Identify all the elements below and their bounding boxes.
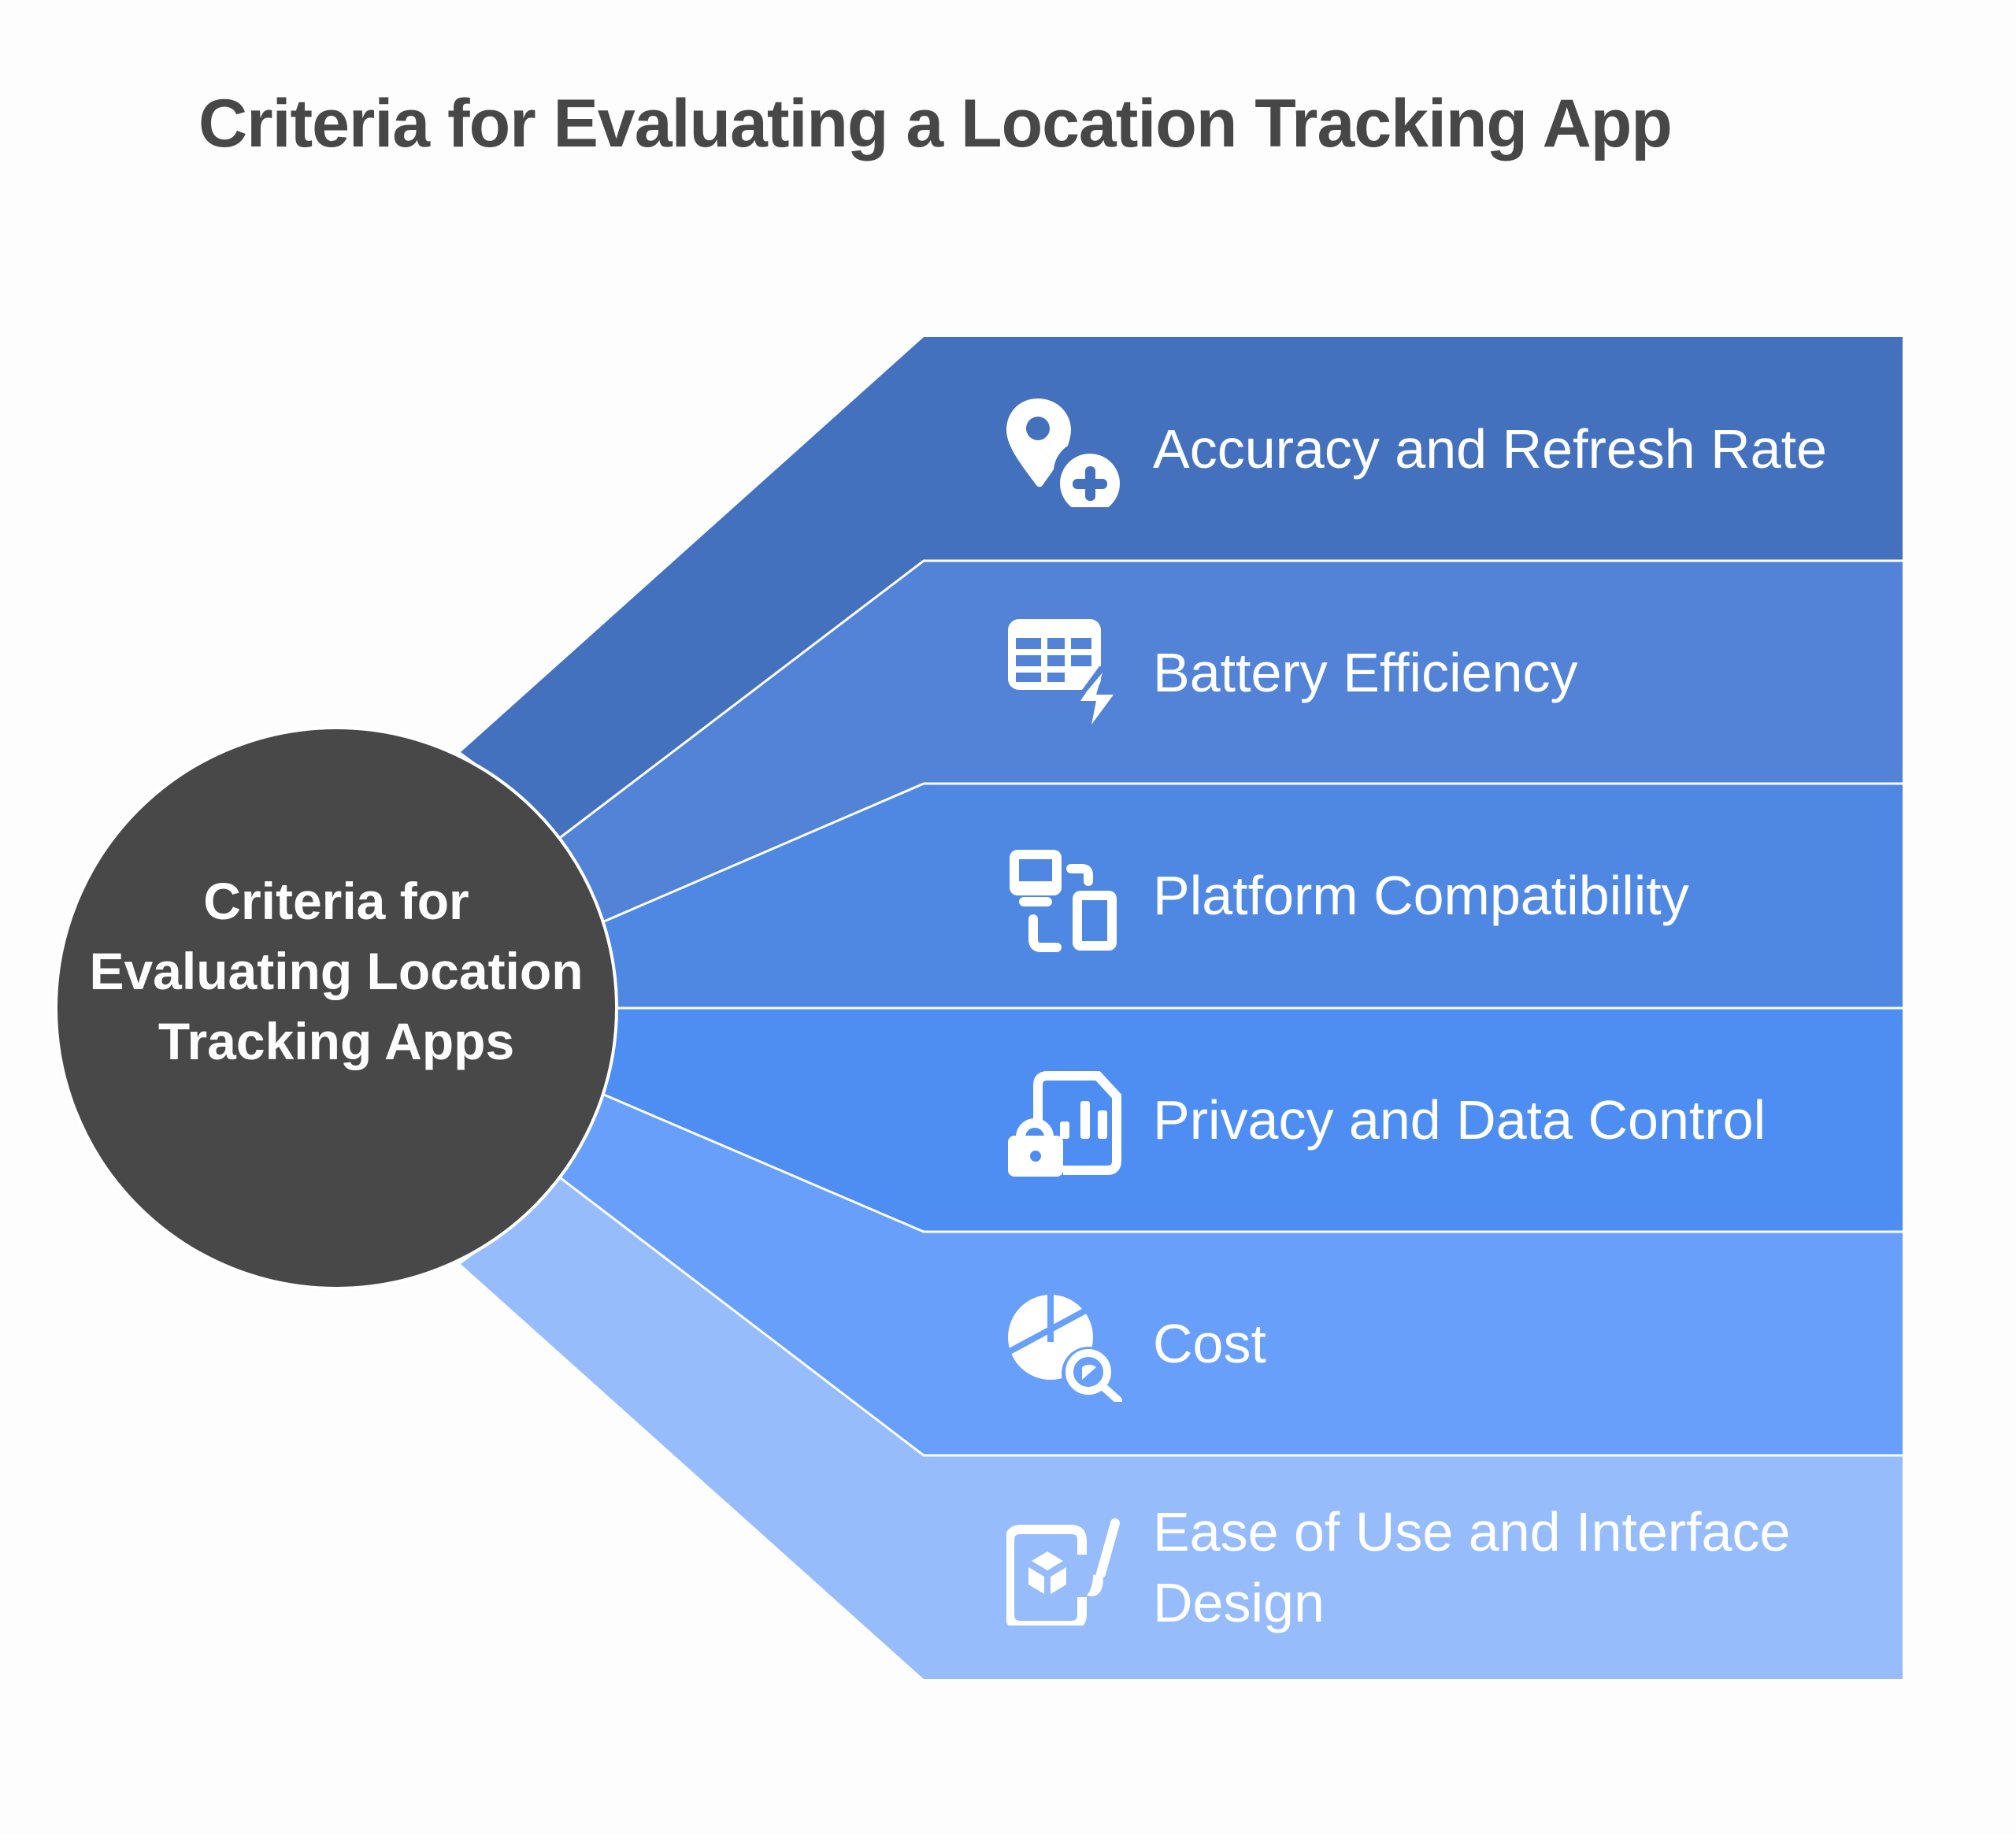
band-accuracy [461,337,1903,837]
document-chart-lock-icon [1008,1071,1121,1177]
map-pin-plus-icon [1006,399,1120,507]
criterion-label: Accuracy and Refresh Rate [1153,418,1827,480]
center-circle [54,726,618,1290]
tablet-cube-brush-icon [1006,1518,1120,1626]
criterion-platform: Platform Compatibility [1006,784,1846,1007]
criterion-label: Privacy and Data Control [1153,1089,1766,1151]
band-ease [461,1178,1903,1679]
criterion-label: Cost [1153,1313,1266,1374]
criterion-label: Platform Compatibility [1153,865,1689,926]
criterion-label: Battery Efficiency [1153,642,1578,703]
band-platform [604,784,1903,1008]
pie-chart-search-icon [1008,1295,1122,1402]
criterion-ease: Ease of Use and Interface Design [1006,1455,1846,1679]
page-title: Criteria for Evaluating a Location Track… [198,86,1673,161]
devices-sync-icon [1010,850,1117,952]
criterion-cost: Cost [1006,1232,1846,1455]
criterion-accuracy: Accuracy and Refresh Rate [1006,337,1846,561]
table-lightning-icon [1008,619,1114,726]
band-battery [561,561,1903,921]
criterion-privacy: Privacy and Data Control [1006,1008,1846,1232]
band-privacy [604,1008,1903,1232]
criterion-label: Ease of Use and Interface Design [1153,1501,1791,1633]
band-cost [561,1095,1903,1455]
center-label: Criteria for Evaluating Location Trackin… [89,872,584,1070]
criterion-battery: Battery Efficiency [1006,561,1846,784]
